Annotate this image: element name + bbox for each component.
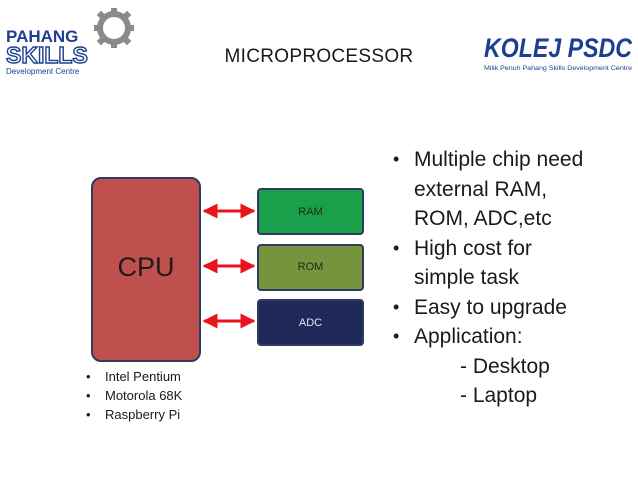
cpu-example: Raspberry Pi [105, 407, 181, 422]
ram-label: RAM [298, 206, 323, 218]
logo-line2: SKILLS [6, 42, 88, 68]
cpu-block [91, 177, 201, 362]
bullet-line: Application: [414, 325, 523, 348]
gear-icon [94, 8, 134, 48]
application-item: - Desktop [460, 354, 550, 378]
list-item: •Raspberry Pi [86, 407, 181, 422]
rom-block [257, 244, 364, 291]
bullet-line: High cost for [414, 236, 532, 260]
page-title: MICROPROCESSOR [224, 46, 414, 67]
adc-block [257, 299, 364, 346]
ram-block [257, 188, 364, 235]
bullet-line: Easy to upgrade [414, 295, 567, 319]
bullet-line: simple task [414, 266, 520, 289]
cpu-examples-list: •Intel Pentium •Motorola 68K •Raspberry … [86, 367, 182, 424]
application-item: - Laptop [460, 384, 538, 407]
bullet-line: Multiple chip need [414, 148, 584, 171]
logo-line1: PAHANG [6, 27, 78, 46]
cpu-label: CPU [117, 252, 175, 282]
list-item: •Intel Pentium [86, 369, 181, 384]
pahang-skills-logo: PAHANG SKILLS Development Centre [5, 8, 134, 76]
cpu-example: Motorola 68K [105, 388, 183, 403]
rom-label: ROM [297, 261, 324, 273]
logo-line3: Development Centre [6, 67, 80, 76]
kolej-psdc-logo: KOLEJ PSDC Milik Penuh Pahang Skills Dev… [484, 33, 633, 72]
logo-right-line2: Milik Penuh Pahang Skills Development Ce… [484, 65, 633, 72]
bullet-item: • High cost for simple task [393, 234, 633, 293]
list-item: •Motorola 68K [86, 388, 183, 403]
bullet-line: ROM, ADC,etc [414, 207, 552, 230]
bullet-item: • Multiple chip need external RAM, ROM, … [393, 145, 633, 234]
bullet-line: external RAM, [414, 177, 548, 201]
adc-label: ADC [298, 317, 323, 329]
feature-bullets: • Multiple chip need external RAM, ROM, … [393, 145, 633, 411]
bullet-item: • Application: [393, 322, 633, 352]
bullet-item: • Easy to upgrade [393, 293, 633, 323]
logo-right-line1: KOLEJ PSDC [484, 33, 632, 63]
cpu-example: Intel Pentium [105, 369, 181, 384]
